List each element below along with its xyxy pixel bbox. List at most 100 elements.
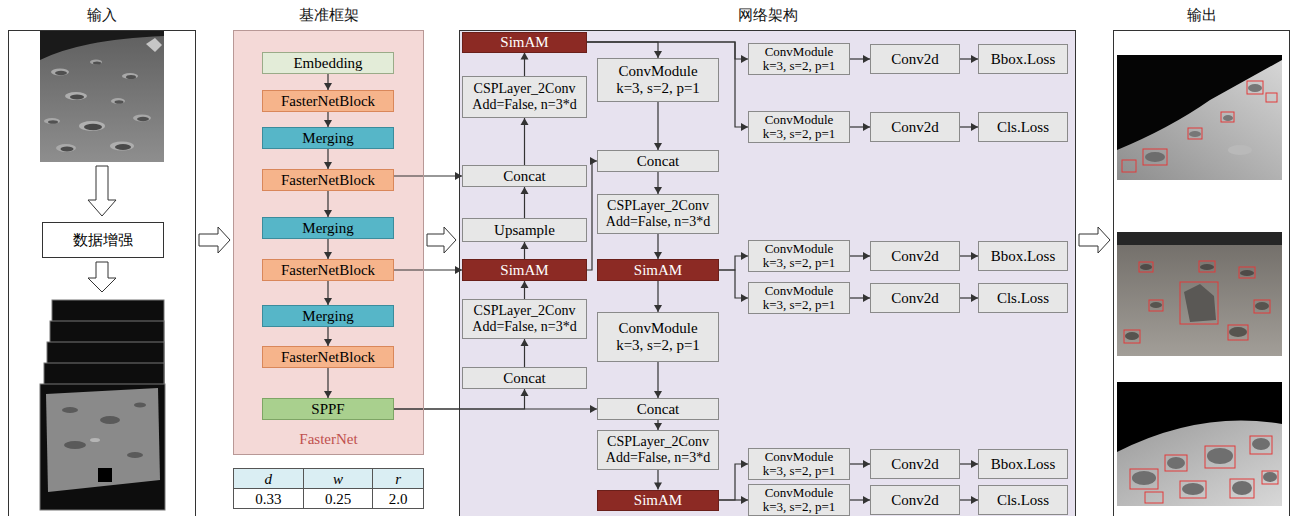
input-photo	[146, 38, 162, 52]
augmented-stack	[127, 452, 143, 458]
table-cell: d	[234, 469, 304, 489]
box-label: ConvModule k=3, s=2, p=1	[753, 242, 845, 270]
box-label: CSPLayer_2Conv Add=False, n=3*d	[604, 198, 712, 230]
input-photo	[115, 144, 131, 150]
text-wrap: CSPLayer_2Conv Add=False, n=3*d	[604, 434, 712, 466]
connector-line	[719, 464, 748, 500]
output-photo	[1200, 264, 1214, 270]
connector	[394, 266, 462, 274]
table-cell-text: d	[265, 471, 273, 487]
parameter-table: d w r 0.33 0.25 2.0	[233, 468, 424, 509]
box-label: Concat	[637, 401, 680, 418]
module-box: FasterNetBlock	[262, 346, 394, 368]
attention-box: SimAM	[462, 259, 587, 281]
detection-box	[1199, 261, 1215, 272]
detection-box	[1266, 93, 1277, 102]
arrowhead	[324, 162, 332, 169]
box-label: Cls.Loss	[997, 290, 1049, 307]
output-photo	[1232, 481, 1252, 495]
module-box: Cls.Loss	[978, 485, 1068, 515]
input-photo	[40, 31, 164, 162]
process-arrow	[88, 262, 116, 292]
box-label: FasterNetBlock	[281, 262, 375, 279]
flow-arrow	[427, 227, 456, 253]
arrowhead	[324, 83, 332, 90]
output-photo	[1117, 55, 1282, 180]
text-wrap: ConvModule k=3, s=2, p=1	[753, 242, 845, 270]
box-label: ConvModule k=3, s=2, p=1	[753, 113, 845, 141]
connector	[324, 191, 332, 217]
connector	[521, 53, 529, 77]
input-photo	[55, 71, 67, 75]
module-box: Conv2d	[870, 485, 960, 515]
text-wrap: SimAM	[500, 34, 548, 51]
box-label: Cls.Loss	[997, 119, 1049, 136]
detection-box	[1130, 436, 1278, 503]
input-photo	[137, 117, 149, 121]
arrowhead	[654, 187, 662, 194]
augmented-stack	[40, 384, 165, 510]
input-photo	[90, 60, 102, 65]
box-label: SimAM	[634, 262, 682, 279]
output-photo	[1132, 471, 1156, 485]
detection-box	[1239, 267, 1255, 278]
parameter-table: d w r 0.33 0.25 2.0	[233, 468, 424, 509]
box-label: Merging	[302, 220, 353, 237]
module-box: Merging	[262, 305, 394, 327]
detection-box	[1145, 492, 1163, 503]
text-wrap: FasterNetBlock	[281, 262, 375, 279]
module-box: Conv2d	[870, 241, 960, 271]
arrowhead	[324, 339, 332, 346]
text-wrap: 数据增强	[73, 232, 133, 249]
arrowhead	[971, 252, 978, 260]
framework-label: FasterNet	[234, 430, 423, 448]
text-wrap: ConvModule k=3, s=2, p=1	[753, 284, 845, 312]
connector	[1079, 227, 1110, 253]
arrowhead	[590, 405, 597, 413]
detection-box	[1149, 300, 1163, 311]
box-label: CSPLayer_2Conv Add=False, n=3*d	[469, 81, 580, 113]
connector	[324, 149, 332, 169]
arrowhead	[741, 496, 748, 504]
connector	[324, 112, 332, 127]
detection-box	[1254, 300, 1270, 313]
output-photo	[1207, 448, 1233, 464]
connector	[521, 281, 529, 299]
panel-title: 输入	[9, 5, 195, 25]
box-label: SPPF	[311, 401, 344, 418]
arrowhead	[324, 391, 332, 398]
arrowhead	[741, 460, 748, 468]
input-photo	[48, 120, 58, 124]
output-photo	[1255, 302, 1269, 310]
connector	[394, 405, 597, 413]
module-box: Embedding	[262, 52, 394, 74]
connector	[654, 234, 662, 259]
text-wrap: Concat	[637, 401, 680, 418]
module-box: Concat	[597, 150, 719, 172]
connector-line	[587, 42, 748, 59]
text-wrap: ConvModule k=3, s=2, p=1	[604, 320, 712, 354]
box-label: CSPLayer_2Conv Add=False, n=3*d	[604, 434, 712, 466]
module-box: Upsample	[462, 218, 587, 242]
detection-box	[1139, 262, 1153, 272]
arrowhead	[863, 460, 870, 468]
text-wrap: Cls.Loss	[997, 290, 1049, 307]
input-photo	[111, 98, 125, 104]
connector	[719, 270, 748, 302]
box-label: Merging	[302, 308, 353, 325]
table-cell-text: w	[333, 471, 343, 487]
module-box: Merging	[262, 217, 394, 239]
connector	[960, 123, 978, 131]
arrowhead	[971, 55, 978, 63]
connector-line	[394, 408, 597, 409]
text-wrap: CSPLayer_2Conv Add=False, n=3*d	[469, 81, 580, 113]
box-label: ConvModule k=3, s=2, p=1	[753, 45, 845, 73]
connector-line	[394, 175, 462, 176]
text-wrap: Bbox.Loss	[991, 51, 1056, 68]
module-box: Bbox.Loss	[978, 241, 1068, 271]
arrowhead	[654, 423, 662, 430]
text-wrap: Conv2d	[891, 492, 939, 509]
output-photo	[1248, 84, 1262, 92]
connector	[587, 42, 748, 131]
arrowhead	[741, 55, 748, 63]
